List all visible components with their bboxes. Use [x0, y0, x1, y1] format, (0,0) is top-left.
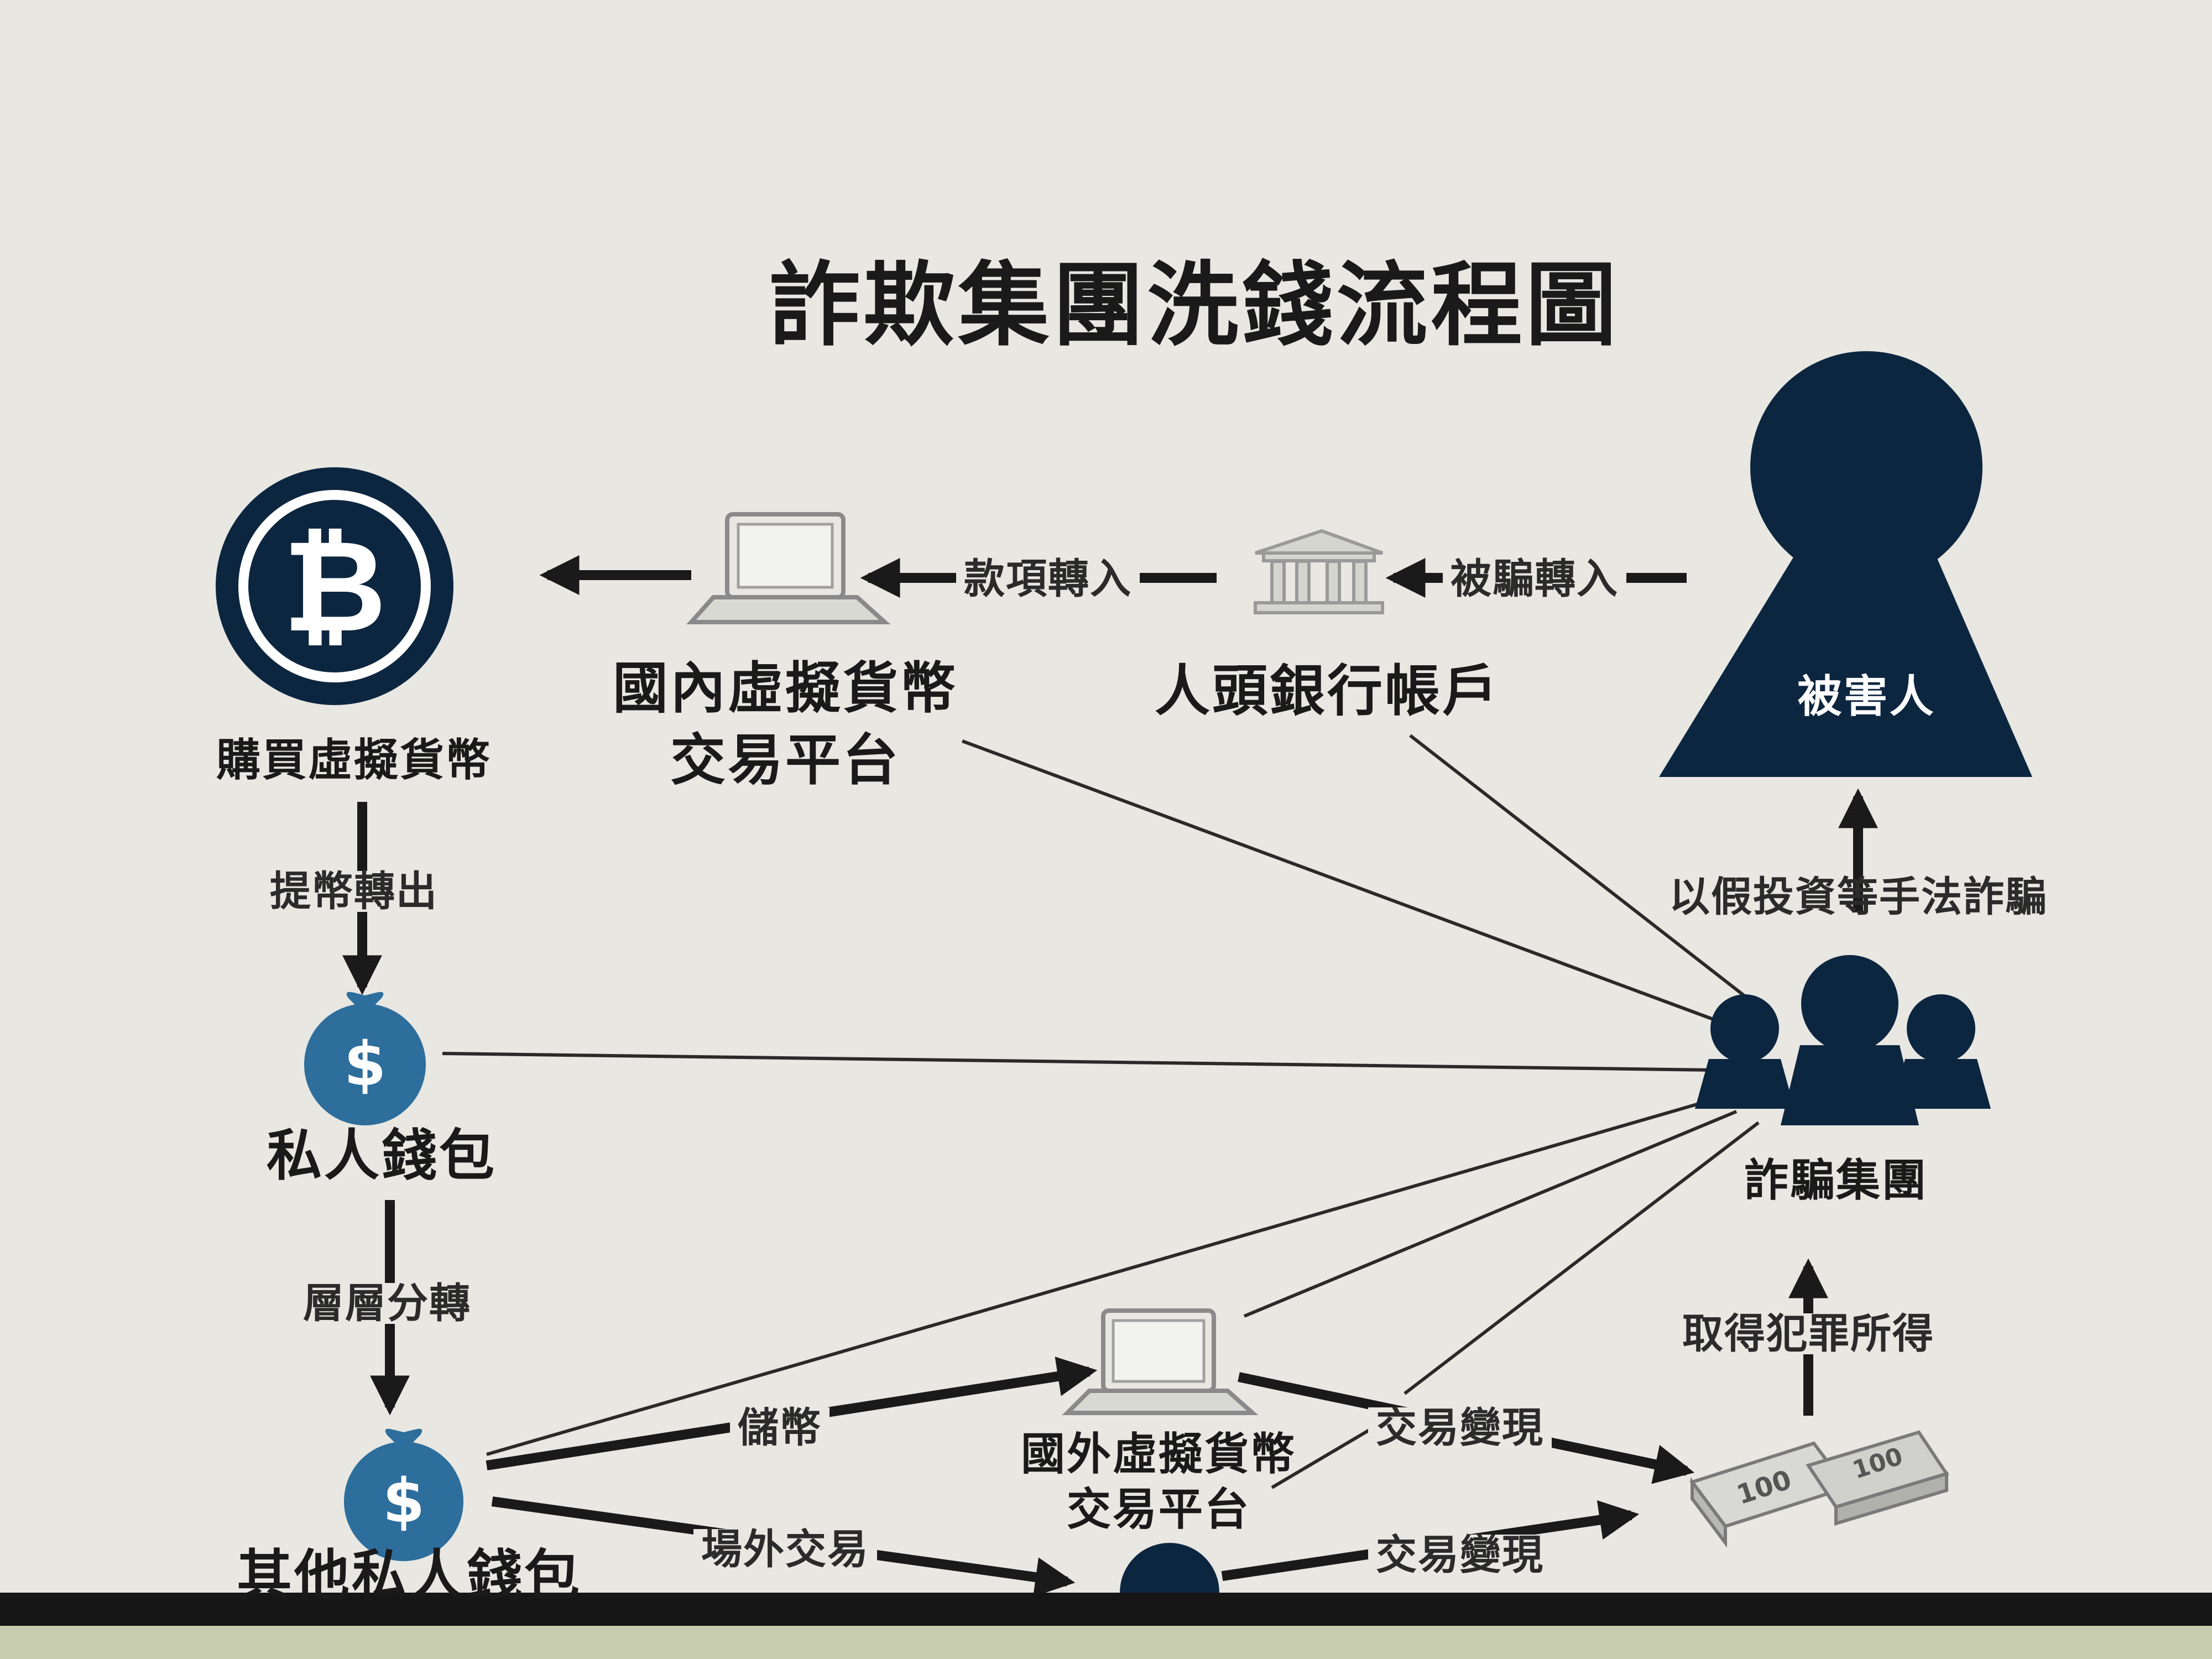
- edge-funds-transfer: 款項轉入: [956, 559, 1140, 599]
- edge-obtain-proceeds: 取得犯罪所得: [1674, 1313, 1942, 1354]
- node-other-wallet: 其他私人錢包: [237, 1543, 582, 1608]
- fraud-group-links: [442, 734, 1760, 1489]
- victim-icon: [1659, 351, 2032, 777]
- edge-cash-out-2: 交易變現: [1368, 1535, 1552, 1575]
- bitcoin-icon: ₿: [216, 467, 453, 705]
- bitcoin-symbol: ₿: [283, 513, 386, 661]
- node-victim: 被害人: [1797, 671, 1936, 722]
- node-private-wallet: 私人錢包: [267, 1123, 497, 1188]
- edge-withdraw-out: 提幣轉出: [262, 871, 446, 912]
- money-bag-icon: $: [304, 992, 426, 1125]
- link-overseas-platform: [1243, 1110, 1738, 1318]
- edge-deposit: 儲幣: [730, 1407, 830, 1448]
- node-overseas-platform-line2: 交易平台: [1067, 1484, 1250, 1535]
- edge-scammed-transfer: 被騙轉入: [1443, 559, 1626, 599]
- monitor-bezel: [0, 1593, 2212, 1659]
- link-other-wallet: [486, 1096, 1720, 1456]
- laptop-icon: [686, 512, 891, 624]
- link-domestic-platform: [961, 739, 1732, 1027]
- edge-cash-out-1: 交易變現: [1368, 1407, 1552, 1448]
- edge-layered-transfer: 層層分轉: [295, 1283, 479, 1324]
- link-cash-out-label: [1404, 1121, 1760, 1395]
- link-nominee-account: [1409, 734, 1749, 1000]
- dollar-symbol-2: $: [383, 1465, 425, 1536]
- edge-fake-investment: 以假投資等手法詐騙: [1669, 873, 2047, 921]
- node-nominee-account: 人頭銀行帳戶: [1155, 659, 1500, 723]
- node-fraud-group: 詐騙集團: [1744, 1155, 1928, 1206]
- node-domestic-platform-line2: 交易平台: [670, 728, 900, 792]
- link-private-wallet: [442, 1052, 1715, 1072]
- money-bag-icon-2: $: [344, 1428, 463, 1561]
- edge-otc-trade: 場外交易: [693, 1529, 877, 1570]
- bank-icon: [1254, 529, 1384, 614]
- overseas-laptop-icon: [1062, 1308, 1259, 1415]
- node-overseas-platform-line1: 國外虛擬貨幣: [1021, 1428, 1296, 1480]
- node-buy-crypto: 購買虛擬貨幣: [216, 734, 492, 786]
- page-title: 詐欺集團洗錢流程圖: [769, 252, 1620, 358]
- node-domestic-platform-line1: 國內虛擬貨幣: [613, 656, 958, 721]
- dollar-symbol: $: [344, 1029, 387, 1099]
- cash-icon: 100 100: [1689, 1430, 1949, 1548]
- group-icon: [1695, 955, 1991, 1125]
